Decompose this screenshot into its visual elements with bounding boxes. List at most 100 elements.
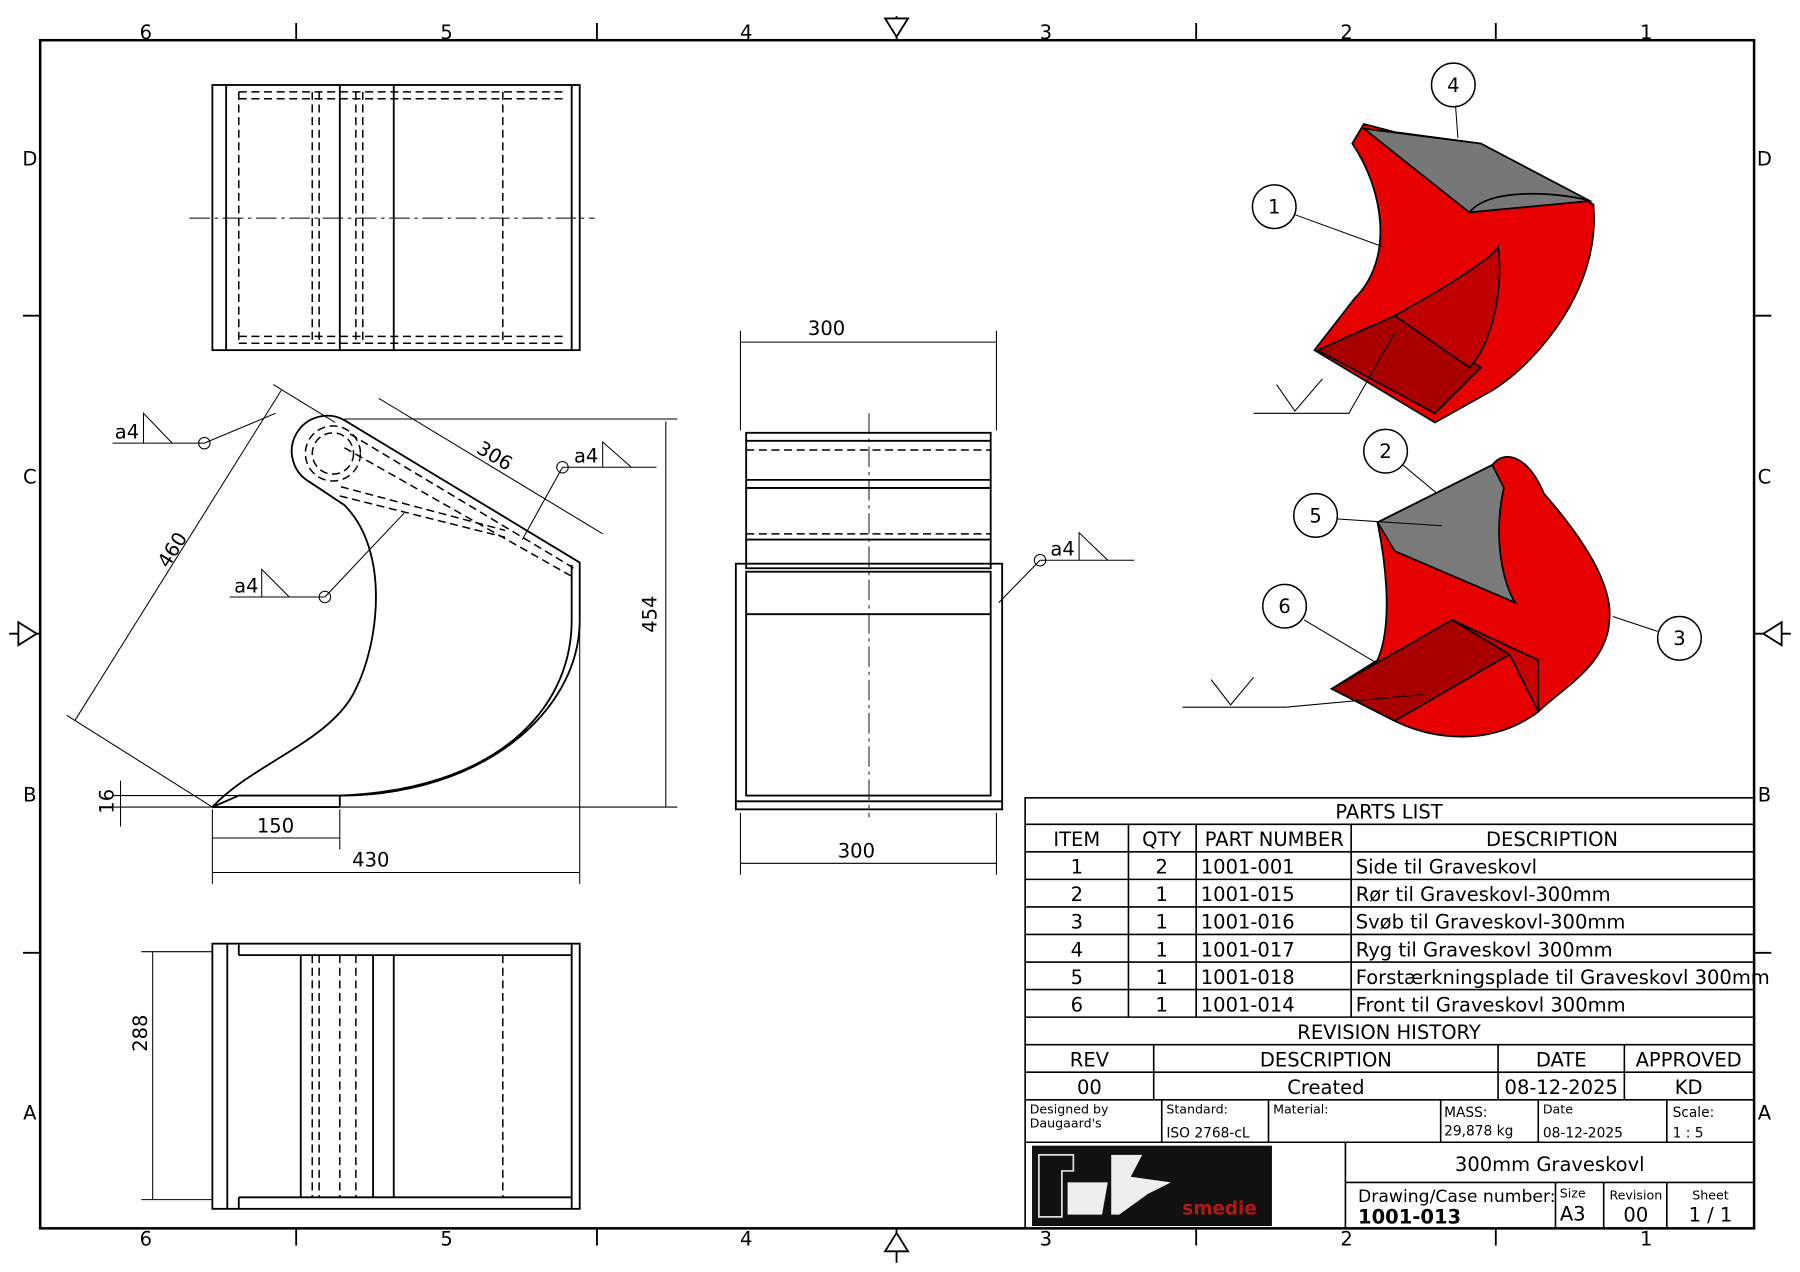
designed-by-label: Designed by xyxy=(1030,1102,1109,1117)
dim-288: 288 xyxy=(129,1015,152,1052)
top-view xyxy=(189,84,595,352)
drawing-number: 1001-013 xyxy=(1358,1206,1461,1229)
table-row: 4 1 1001-017 Ryg til Graveskovl 300mm xyxy=(1071,938,1613,961)
drawing-number-label: Drawing/Case number: xyxy=(1358,1187,1556,1207)
table-row: 1 2 1001-001 Side til Graveskovl xyxy=(1071,856,1537,879)
table-cell: 3 xyxy=(1071,911,1083,934)
table-cell: 1 xyxy=(1071,856,1083,879)
date-label: Date xyxy=(1543,1102,1573,1117)
zone-row-right: A xyxy=(1758,1101,1772,1124)
scale-label: Scale: xyxy=(1673,1105,1715,1121)
zone-col-bottom: 3 xyxy=(1040,1228,1052,1251)
zone-col-bottom: 6 xyxy=(140,1228,152,1251)
parts-list-title: PARTS LIST xyxy=(1335,801,1442,824)
zone-col-top: 1 xyxy=(1640,21,1652,44)
balloon-1: 1 xyxy=(1251,184,1297,230)
zone-col-top: 5 xyxy=(440,21,452,44)
svg-text:smedie: smedie xyxy=(1182,1199,1256,1220)
table-cell: 1001-001 xyxy=(1201,856,1295,879)
table-cell: 1001-016 xyxy=(1201,911,1295,934)
balloon-2: 2 xyxy=(1363,428,1409,474)
balloon-5: 5 xyxy=(1293,492,1339,539)
col-header-qty: QTY xyxy=(1142,828,1181,851)
svg-text:4: 4 xyxy=(1447,74,1459,97)
dim-16: 16 xyxy=(96,789,119,814)
table-cell: Svøb til Graveskovl-300mm xyxy=(1356,911,1626,934)
drawing-title: 300mm Graveskovl xyxy=(1455,1153,1645,1176)
table-cell: Side til Graveskovl xyxy=(1356,856,1537,879)
zone-row-left: A xyxy=(23,1101,37,1124)
table-cell: 4 xyxy=(1071,938,1083,961)
rev-header-rev: REV xyxy=(1070,1048,1110,1071)
zone-row-right: B xyxy=(1758,783,1771,806)
table-cell: 1 xyxy=(1156,966,1168,989)
standard-label: Standard: xyxy=(1166,1102,1228,1117)
svg-text:1: 1 xyxy=(1268,196,1280,219)
zone-col-bottom: 1 xyxy=(1640,1228,1652,1251)
sheet-label: Sheet xyxy=(1692,1188,1729,1203)
table-cell: Rør til Graveskovl-300mm xyxy=(1356,883,1611,906)
balloons: 1 4 2 5 6 3 xyxy=(1251,62,1703,664)
mass-label: MASS: xyxy=(1444,1105,1487,1121)
material-label: Material: xyxy=(1273,1102,1328,1117)
dim-306: 306 xyxy=(473,436,517,475)
centering-arrows xyxy=(17,17,1783,1253)
rev-cell: Created xyxy=(1287,1076,1364,1099)
size-label: Size xyxy=(1560,1185,1586,1200)
zone-col-bottom: 5 xyxy=(440,1228,452,1251)
col-header-description: DESCRIPTION xyxy=(1486,828,1618,851)
zone-col-top: 4 xyxy=(740,21,752,44)
table-cell: Ryg til Graveskovl 300mm xyxy=(1356,938,1613,961)
revision: 00 xyxy=(1623,1203,1648,1226)
dim-460: 460 xyxy=(153,528,192,572)
designed-by: Daugaard's xyxy=(1030,1115,1102,1130)
table-cell: 5 xyxy=(1071,966,1083,989)
dim-430: 430 xyxy=(352,849,389,872)
table-cell: Front til Graveskovl 300mm xyxy=(1356,993,1626,1016)
rev-cell: 08-12-2025 xyxy=(1505,1076,1618,1099)
rev-header-approved: APPROVED xyxy=(1636,1048,1742,1071)
parts-list: PARTS LIST ITEM QTY PART NUMBER DESCRIPT… xyxy=(1024,797,1770,1230)
mass: 29,878 kg xyxy=(1444,1123,1513,1139)
rev-cell: 00 xyxy=(1077,1076,1102,1099)
side-view xyxy=(211,414,581,808)
table-cell: 1001-018 xyxy=(1201,966,1295,989)
front-view xyxy=(734,413,1004,818)
table-cell: 2 xyxy=(1156,856,1168,879)
zone-row-left: D xyxy=(22,147,37,170)
rev-header-date: DATE xyxy=(1536,1048,1587,1071)
surface-symbols xyxy=(1182,332,1424,708)
table-cell: 1 xyxy=(1156,911,1168,934)
weld-a4: a4 xyxy=(1050,538,1074,561)
table-row: 5 1 1001-018 Forstærkningsplade til Gravesk… xyxy=(1071,966,1770,989)
table-cell: 2 xyxy=(1071,883,1083,906)
rev-header-description: DESCRIPTION xyxy=(1260,1048,1392,1071)
zone-row-left: C xyxy=(23,465,37,488)
weld-a4: a4 xyxy=(115,421,139,444)
isometric-view-top xyxy=(1313,123,1595,424)
svg-text:6: 6 xyxy=(1278,595,1290,618)
isometric-view-bottom xyxy=(1329,456,1611,738)
zone-row-right: D xyxy=(1757,147,1772,170)
title-block: Designed by Daugaard's Standard: ISO 276… xyxy=(1025,1099,1755,1229)
svg-text:3: 3 xyxy=(1673,627,1685,650)
revision-history-title: REVISION HISTORY xyxy=(1297,1021,1481,1044)
revision-label: Revision xyxy=(1609,1188,1662,1203)
weld-a4: a4 xyxy=(234,574,258,597)
table-cell: 1 xyxy=(1156,938,1168,961)
zone-col-top: 3 xyxy=(1040,21,1052,44)
rev-cell: KD xyxy=(1675,1076,1703,1099)
table-cell: 1001-017 xyxy=(1201,938,1295,961)
zone-col-bottom: 4 xyxy=(740,1228,752,1251)
sheet: 1 / 1 xyxy=(1689,1203,1733,1226)
dim-150: 150 xyxy=(257,814,294,837)
table-cell: Forstærkningsplade til Graveskovl 300mm xyxy=(1356,966,1770,989)
col-header-item: ITEM xyxy=(1053,828,1100,851)
table-cell: 6 xyxy=(1071,993,1083,1016)
zone-col-top: 2 xyxy=(1340,21,1352,44)
table-cell: 1001-014 xyxy=(1201,993,1295,1016)
zone-labels: 6 5 4 3 2 1 6 5 4 3 2 1 D C B A D C B A xyxy=(22,21,1772,1251)
zone-row-right: C xyxy=(1758,465,1772,488)
balloon-3: 3 xyxy=(1656,615,1703,661)
